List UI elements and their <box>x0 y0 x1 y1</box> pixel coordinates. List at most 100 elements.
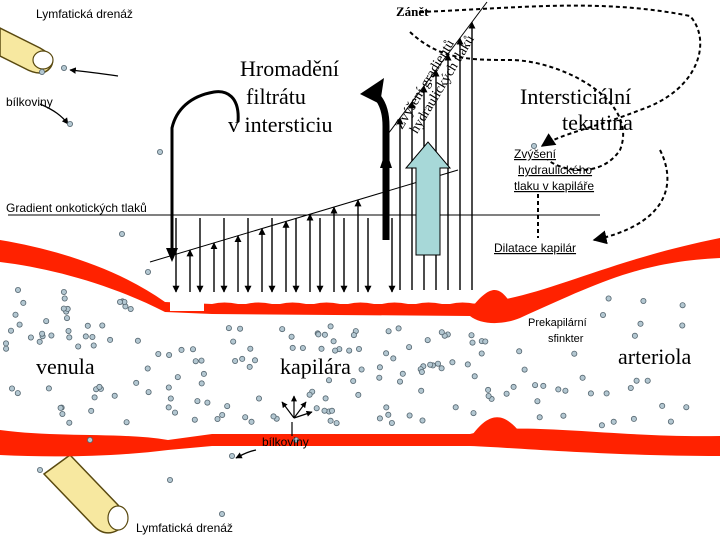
particle-dot <box>632 333 637 338</box>
arteriola-label: arteriola <box>618 344 692 369</box>
particle-dot <box>15 287 20 292</box>
dilatation-label: Dilatace kapilár <box>494 241 576 255</box>
particle-dot <box>124 420 129 425</box>
particle-dot <box>645 378 650 383</box>
particle-dot <box>58 405 63 410</box>
particle-dot <box>533 383 538 388</box>
particle-dot <box>40 331 45 336</box>
oncotic-gradient-label: Gradient onkotických tlaků <box>6 201 147 215</box>
particle-dot <box>400 371 405 376</box>
hydraulic-line1: Zvýšení <box>514 147 557 161</box>
particle-dot <box>37 467 42 472</box>
venula-label: venula <box>36 354 95 379</box>
particle-dot <box>192 417 197 422</box>
lymph-label-bottom: Lymfatická drenáž <box>136 521 233 535</box>
interstitial-line2: tekutina <box>562 110 633 135</box>
zanet-label: Zánět <box>396 4 429 19</box>
particle-dot <box>680 323 685 328</box>
particle-dot <box>195 399 200 404</box>
capillary-upper-wall-segment <box>382 303 408 311</box>
particle-dot <box>44 319 49 324</box>
particle-dot <box>9 386 14 391</box>
accumulation-line3: v intersticiu <box>228 112 332 137</box>
particle-dot <box>289 334 294 339</box>
particle-dot <box>67 121 72 126</box>
particle-dot <box>167 352 172 357</box>
particle-dot <box>219 511 224 516</box>
particle-dot <box>419 388 424 393</box>
particle-dot <box>563 388 568 393</box>
particle-dot <box>249 419 254 424</box>
particle-dot <box>199 358 204 363</box>
accumulation-arrowhead <box>360 78 384 104</box>
particle-dot <box>511 384 516 389</box>
particle-dot <box>108 337 113 342</box>
particle-dot <box>469 333 474 338</box>
particle-dot <box>119 231 124 236</box>
particle-dot <box>60 411 65 416</box>
particle-dot <box>156 351 161 356</box>
particle-dot <box>231 339 236 344</box>
particle-dot <box>419 369 424 374</box>
particle-dot <box>205 400 210 405</box>
particle-dot <box>668 419 673 424</box>
particle-dot <box>407 345 412 350</box>
particle-dot <box>561 413 566 418</box>
particle-dot <box>85 323 90 328</box>
particle-dot <box>322 332 327 337</box>
particle-dot <box>453 405 458 410</box>
particle-dot <box>347 348 352 353</box>
protein-arrow-1 <box>70 70 118 76</box>
particle-dot <box>193 359 198 364</box>
particle-dot <box>522 367 527 372</box>
particle-dot <box>134 380 139 385</box>
particle-dot <box>356 346 361 351</box>
particle-dot <box>46 386 51 391</box>
particle-dot <box>420 418 425 423</box>
hydraulic-line2: hydraulického <box>518 163 592 177</box>
particle-dot <box>386 329 391 334</box>
particle-dot <box>684 405 689 410</box>
particle-dot <box>37 339 42 344</box>
particle-dot <box>39 69 44 74</box>
particle-dot <box>225 404 230 409</box>
particle-dot <box>28 335 33 340</box>
particle-dot <box>535 399 540 404</box>
particle-dot <box>386 412 391 417</box>
particle-dot <box>49 333 54 338</box>
particle-dot <box>323 396 328 401</box>
capillary-upper-wall-segment <box>416 303 442 311</box>
particle-dot <box>67 420 72 425</box>
particle-dot <box>190 347 195 352</box>
particle-dot <box>316 332 321 337</box>
particle-dot <box>397 379 402 384</box>
particle-dot <box>517 349 522 354</box>
particle-dot <box>384 405 389 410</box>
particle-dot <box>248 346 253 351</box>
particle-dot <box>641 298 646 303</box>
particle-dot <box>271 414 276 419</box>
particle-dot <box>92 395 97 400</box>
particle-dot <box>329 408 334 413</box>
particle-dot <box>377 416 382 421</box>
particle-dot <box>377 375 382 380</box>
bilkoviny-bottom-arrow <box>236 450 256 458</box>
interstitial-line1: Intersticiální <box>520 84 631 109</box>
capillary-up-arrowhead <box>380 150 392 168</box>
particle-dot <box>680 303 685 308</box>
particle-dot <box>199 381 204 386</box>
particle-dot <box>97 384 102 389</box>
particle-dot <box>100 323 105 328</box>
particle-dot <box>537 415 542 420</box>
particle-dot <box>83 334 88 339</box>
particle-dot <box>572 351 577 356</box>
particle-dot <box>580 375 585 380</box>
particle-dot <box>201 371 206 376</box>
particle-dot <box>359 367 364 372</box>
particle-dot <box>172 410 177 415</box>
kapilara-label: kapilára <box>280 354 351 379</box>
lymph-label-top: Lymfatická drenáž <box>36 7 133 21</box>
particle-dot <box>384 351 389 356</box>
particle-dot <box>328 324 333 329</box>
particle-dot <box>256 396 261 401</box>
